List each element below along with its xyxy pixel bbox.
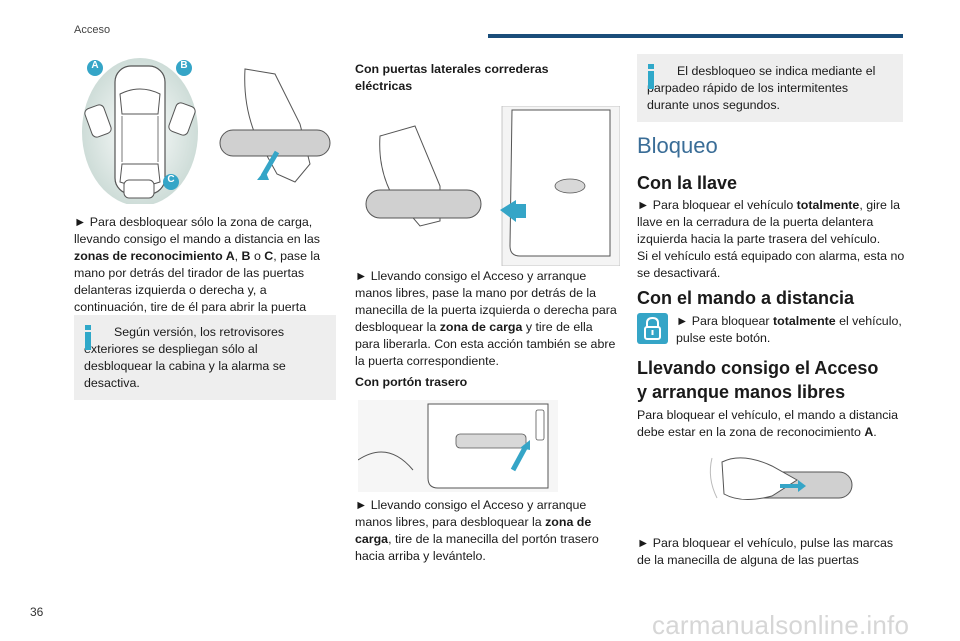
lock-remote-paragraph: ► Para bloquear totalmente el vehículo, … <box>676 314 902 345</box>
keyless-lock-paragraph: Para bloquear el vehículo, el mando a di… <box>637 408 899 439</box>
lock-with-key-paragraph: ► Para bloquear el vehículo totalmente, … <box>637 198 905 280</box>
zone-label-a: A <box>91 60 99 71</box>
tailgate-unlock-paragraph: ► Llevando consigo el Acceso y arranque … <box>355 498 599 563</box>
door-handle-lock-illustration <box>702 448 862 512</box>
hand-handle-illustration <box>215 64 333 194</box>
keyless-access-heading: Llevando consigo el Acceso y arranque ma… <box>637 356 878 404</box>
header-accent-bar <box>488 34 903 38</box>
lock-handle-marks-paragraph: ► Para bloquear el vehículo, pulse las m… <box>637 536 894 567</box>
locking-section-title: Bloqueo <box>637 133 718 158</box>
flashing-indicators-note: El desbloqueo se indica mediante el parp… <box>637 54 903 122</box>
header-section-title: Acceso <box>74 24 111 36</box>
info-icon <box>647 64 655 90</box>
keyless-heading-line-2: y arranque manos libres <box>637 382 846 402</box>
mirrors-info-note: Según versión, los retrovisores exterior… <box>74 315 336 400</box>
tailgate-illustration <box>357 400 558 492</box>
page-number: 36 <box>30 605 44 619</box>
tailgate-heading: Con portón trasero <box>355 375 468 389</box>
watermark: carmanualsonline.info <box>652 610 910 640</box>
sliding-door-illustration <box>360 105 621 267</box>
lock-button-icon <box>637 313 668 344</box>
keyless-heading-line-1: Llevando consigo el Acceso <box>637 358 879 378</box>
sliding-doors-heading: Con puertas laterales correderas eléctri… <box>355 62 549 93</box>
sliding-door-unlock-paragraph: ► Llevando consigo el Acceso y arranque … <box>355 269 617 368</box>
zone-label-b: B <box>180 60 188 71</box>
with-key-heading: Con la llave <box>637 173 738 193</box>
info-icon <box>84 325 92 351</box>
remote-control-heading: Con el mando a distancia <box>637 288 855 308</box>
zone-label-c: C <box>167 174 175 185</box>
car-recognition-zones-illustration: A B C <box>80 54 200 206</box>
unlock-cargo-paragraph: ► Para desbloquear sólo la zona de carga… <box>74 215 321 331</box>
